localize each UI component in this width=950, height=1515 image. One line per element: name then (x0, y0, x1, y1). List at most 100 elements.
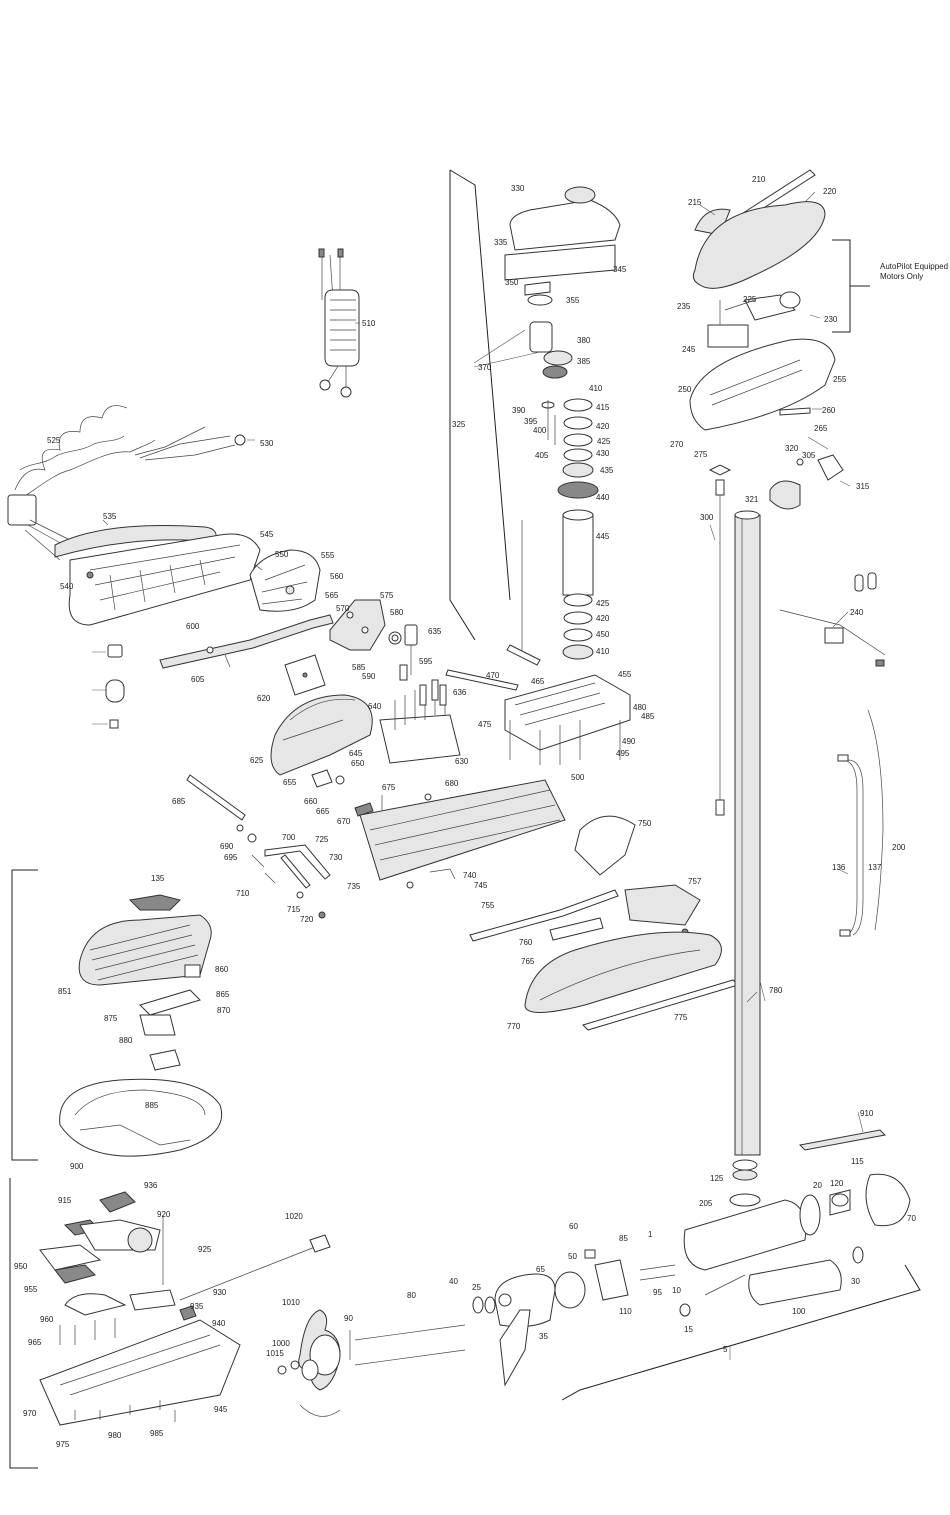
callout-label: 535 (103, 512, 117, 521)
callout-label: 420 (596, 614, 610, 623)
control-head-assembly (689, 169, 836, 431)
callout-label: 620 (257, 694, 271, 703)
callout-label: 495 (616, 749, 630, 758)
callout-label: 645 (349, 749, 363, 758)
side-cover-part (524, 931, 739, 1031)
coil-cord-part (7, 405, 246, 561)
callout-label: 915 (58, 1196, 72, 1205)
callout-label: 60 (569, 1222, 578, 1231)
callout-label: 110 (619, 1307, 632, 1316)
shaft-collar (732, 1159, 758, 1181)
foot-pedal-assembly (59, 894, 222, 1157)
callout-label: 50 (568, 1252, 577, 1261)
autopilot-bracket (832, 239, 870, 333)
callout-label: 125 (710, 1174, 724, 1183)
callout-label: 136 (832, 863, 846, 872)
callout-label: 585 (352, 663, 366, 672)
callout-label: 530 (260, 439, 274, 448)
callout-label: 605 (191, 675, 205, 684)
callout-label: 410 (596, 647, 610, 656)
callout-label: 755 (481, 901, 495, 910)
heading-sensor-part (779, 572, 886, 667)
callout-label: 1010 (282, 1298, 300, 1307)
switch-assembly-part (399, 624, 418, 681)
callout-label: 390 (512, 406, 526, 415)
callout-label: 510 (362, 319, 376, 328)
callout-label: 405 (535, 451, 549, 460)
callout-label: 665 (316, 807, 330, 816)
motor-head-cap (504, 186, 621, 306)
callout-label: 865 (216, 990, 230, 999)
callout-label: 550 (275, 550, 289, 559)
callout-label: 1000 (272, 1339, 290, 1348)
pedal-base-assembly (39, 1191, 241, 1426)
callout-label: 425 (596, 599, 610, 608)
callout-label: 485 (641, 712, 655, 721)
lower-unit-assembly (679, 1129, 911, 1317)
callout-label: 1 (648, 1230, 653, 1239)
callout-label: 935 (190, 1302, 204, 1311)
callout-label: 765 (521, 957, 535, 966)
callout-label: 936 (144, 1181, 158, 1190)
callout-label: 35 (539, 1332, 548, 1341)
callout-label: 230 (824, 315, 838, 324)
callout-label: 636 (453, 688, 467, 697)
callout-label: 980 (108, 1431, 122, 1440)
callout-label: 330 (511, 184, 525, 193)
callout-label: 300 (700, 513, 714, 522)
callout-label: 910 (860, 1109, 874, 1118)
callout-label: 555 (321, 551, 335, 560)
callout-label: 425 (597, 437, 611, 446)
stow-mechanism-parts (469, 815, 701, 942)
callout-label: 265 (814, 424, 828, 433)
callout-label: 270 (670, 440, 684, 449)
callout-label: 975 (56, 1440, 70, 1449)
transducer-cable-part (179, 1234, 331, 1301)
callout-label: 335 (494, 238, 508, 247)
callout-label: 137 (868, 863, 882, 872)
pedal-link-part (159, 614, 334, 669)
callout-label: 635 (428, 627, 442, 636)
callout-label: 420 (596, 422, 610, 431)
callout-label: 885 (145, 1101, 159, 1110)
callout-label: 880 (119, 1036, 133, 1045)
callout-label: 945 (214, 1405, 228, 1414)
callout-label: 655 (283, 778, 297, 787)
callout-label: 90 (344, 1314, 353, 1323)
callout-label: 220 (823, 187, 837, 196)
foot-pedal-bracket (11, 869, 38, 1161)
motor-housing-parts (472, 1249, 676, 1387)
callout-label: 730 (329, 853, 343, 862)
callout-label: 350 (505, 278, 519, 287)
callout-label: 695 (224, 853, 238, 862)
callout-label: 930 (213, 1288, 227, 1297)
sensor-parts (311, 769, 432, 817)
callout-label: 430 (596, 449, 610, 458)
callout-label: 1015 (266, 1349, 284, 1358)
callout-label: 965 (28, 1338, 42, 1347)
callout-label: 595 (419, 657, 433, 666)
callout-label: 95 (653, 1288, 662, 1297)
pivot-link-parts (251, 844, 331, 919)
callout-label: 10 (672, 1286, 681, 1295)
callout-leader-lines (102, 191, 864, 1360)
callout-label: 320 (785, 444, 799, 453)
callout-label: 450 (596, 630, 610, 639)
callout-label: 455 (618, 670, 632, 679)
callout-label: 970 (23, 1409, 37, 1418)
callout-label: 650 (351, 759, 365, 768)
callout-label: 685 (172, 797, 186, 806)
steering-cable-parts (708, 454, 844, 510)
callout-label: 135 (151, 874, 165, 883)
callout-label: 65 (536, 1265, 545, 1274)
callout-label: 400 (533, 426, 547, 435)
callout-label: 210 (752, 175, 766, 184)
callout-label: 115 (851, 1157, 864, 1166)
callout-label: 625 (250, 756, 264, 765)
callout-label: 680 (445, 779, 459, 788)
pedal-cover-part (270, 694, 373, 776)
mount-base-plate (359, 779, 566, 889)
lower-unit-bracket (561, 1264, 921, 1401)
callout-label: 205 (699, 1199, 713, 1208)
callout-label: 675 (382, 783, 396, 792)
